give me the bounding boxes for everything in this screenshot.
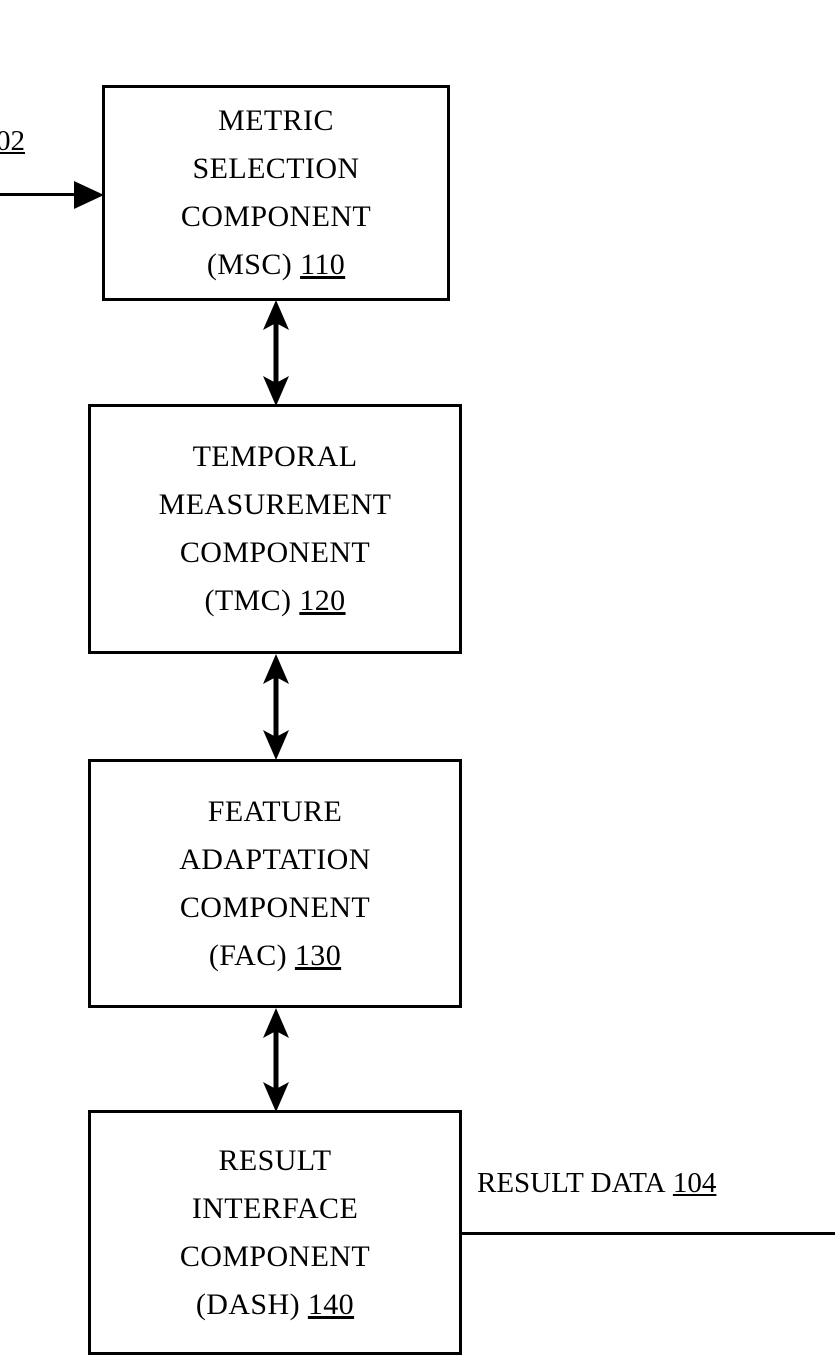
block-fac-line-4: (FAC) 130 — [209, 932, 341, 980]
block-msc-abbrev: (MSC) — [206, 248, 293, 281]
connector-msc-tmc-double-arrow-icon — [263, 300, 289, 406]
block-result-interface-component[interactable]: RESULT INTERFACE COMPONENT (DASH) 140 — [88, 1110, 462, 1355]
block-fac-line-2: ADAPTATION — [179, 842, 371, 876]
block-dash-ref: 140 — [307, 1287, 355, 1321]
block-tmc-ref: 120 — [299, 584, 346, 617]
block-msc-line-3: COMPONENT — [180, 200, 372, 233]
connector-tmc-fac-double-arrow-icon — [263, 654, 289, 760]
block-dash-abbrev: (DASH) — [195, 1287, 300, 1321]
block-fac-line-1: FEATURE — [207, 794, 343, 828]
block-dash-line-3: COMPONENT — [179, 1239, 371, 1273]
block-tmc-line-2: MEASUREMENT — [158, 488, 392, 521]
block-metric-selection-component[interactable]: METRIC SELECTION COMPONENT (MSC) 110 — [102, 85, 450, 301]
result-data-leader-line — [462, 1232, 835, 1235]
block-msc-line-2: SELECTION — [192, 152, 360, 185]
input-data-ref: 02 — [0, 125, 25, 157]
block-dash-line-4: (DASH) 140 — [196, 1281, 354, 1329]
block-tmc-line-4: (TMC) 120 — [204, 577, 345, 625]
block-msc-line-4: (MSC) 110 — [207, 241, 345, 289]
block-feature-adaptation-component[interactable]: FEATURE ADAPTATION COMPONENT (FAC) 130 — [88, 759, 462, 1008]
input-arrow-line — [0, 193, 82, 196]
result-data-text: RESULT DATA — [477, 1167, 666, 1199]
block-msc-ref: 110 — [300, 248, 346, 281]
connector-fac-dash-double-arrow-icon — [263, 1008, 289, 1112]
block-tmc-line-3: COMPONENT — [179, 536, 371, 569]
block-tmc-abbrev: (TMC) — [204, 584, 292, 617]
block-fac-ref: 130 — [294, 938, 342, 972]
block-fac-line-3: COMPONENT — [179, 890, 371, 924]
input-arrow-head-icon — [74, 181, 104, 209]
block-fac-abbrev: (FAC) — [208, 938, 287, 972]
result-data-ref: 104 — [672, 1167, 717, 1199]
result-data-label: RESULT DATA 104 — [477, 1166, 716, 1200]
block-tmc-line-1: TEMPORAL — [192, 440, 358, 473]
block-dash-line-1: RESULT — [218, 1143, 332, 1177]
block-msc-line-1: METRIC — [218, 104, 334, 137]
input-data-label: 02 — [0, 124, 25, 158]
block-dash-line-2: INTERFACE — [191, 1191, 359, 1225]
block-temporal-measurement-component[interactable]: TEMPORAL MEASUREMENT COMPONENT (TMC) 120 — [88, 404, 462, 654]
